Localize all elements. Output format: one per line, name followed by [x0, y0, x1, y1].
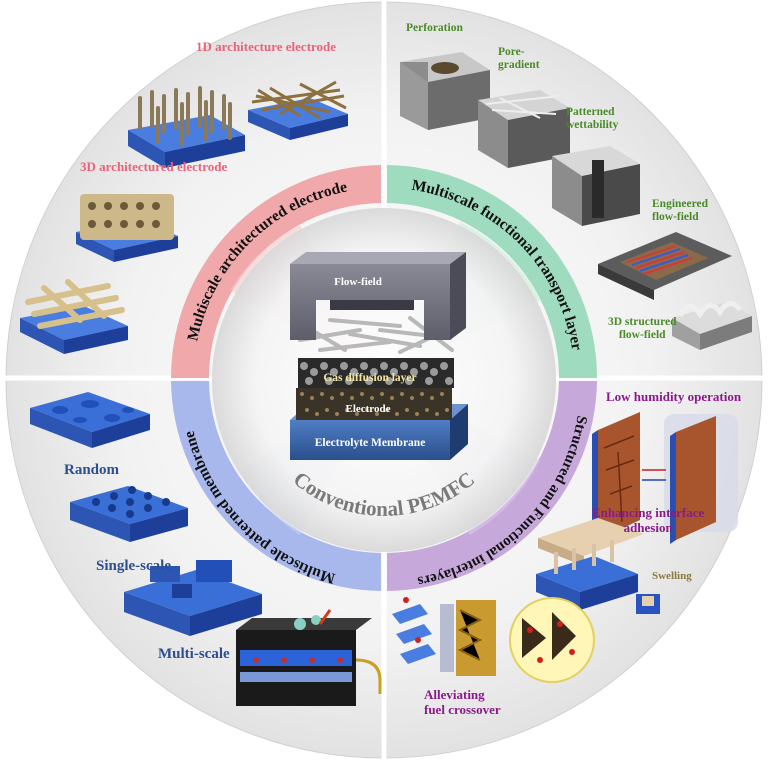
layer-label-membrane: Electrolyte Membrane — [315, 437, 426, 449]
ring-segment-electrode — [171, 165, 381, 378]
label-random: Random — [64, 462, 120, 478]
ring-segment-transport — [387, 165, 597, 378]
label-perforation: Perforation — [406, 22, 463, 34]
layer-label-flow-field: Flow-field — [334, 276, 382, 288]
label-single-scale: Single-scale — [96, 558, 171, 574]
electrode-illustrations — [20, 80, 348, 354]
interlayer-illustrations — [392, 412, 738, 683]
label-multi-scale: Multi-scale — [158, 646, 230, 662]
transport-illustrations — [400, 52, 752, 350]
ring-segment-interlayers — [387, 381, 597, 591]
label-swelling: Swelling — [652, 570, 692, 582]
ring-segment-membrane — [171, 381, 381, 591]
membrane-illustrations — [30, 392, 382, 706]
label-3d-electrode: 3D architectured electrode — [80, 159, 228, 174]
pemfc-stack — [290, 252, 468, 460]
label-pore-gradient: Pore-gradient — [498, 46, 540, 72]
label-1d-electrode: 1D architecture electrode — [196, 39, 337, 54]
layer-label-electrode: Electrode — [345, 403, 390, 415]
layer-label-gdl: Gas diffusion layer — [323, 372, 416, 384]
label-low-humidity: Low humidity operation — [606, 389, 742, 404]
